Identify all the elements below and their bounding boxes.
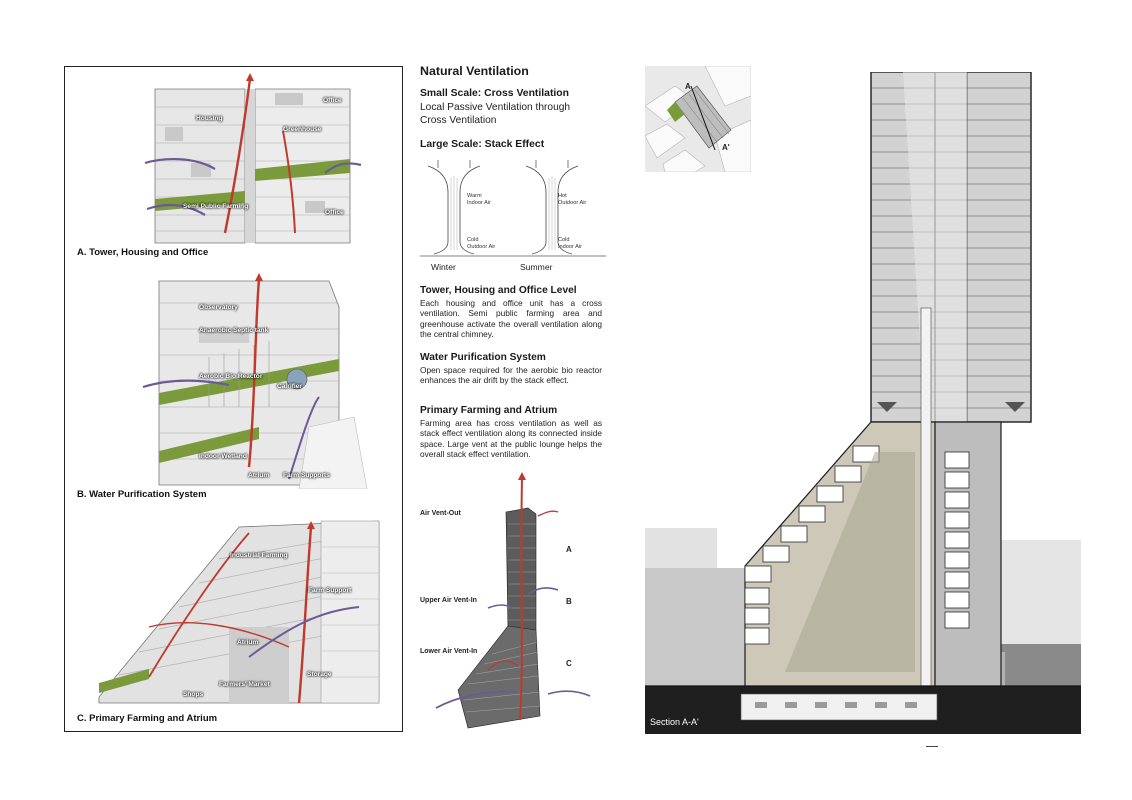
label-semi-public-farming: Semi Public Farming xyxy=(183,203,249,210)
label-shops: Shops xyxy=(183,691,204,698)
zone-label-a: A xyxy=(566,545,572,554)
stack-effect-diagram xyxy=(420,160,606,257)
label-winter: Winter xyxy=(431,262,456,272)
water-purification-body: Open space required for the aerobic bio … xyxy=(420,365,602,386)
tower-ventilation-diagram xyxy=(435,472,591,729)
label-hot-outdoor-air: Hot Outdoor Air xyxy=(558,193,587,206)
zone-label-b: B xyxy=(566,597,572,606)
scale-mark xyxy=(926,746,938,747)
label-lower-air-vent-in: Lower Air Vent-In xyxy=(420,648,478,655)
label-housing: Housing xyxy=(196,115,223,122)
primary-farming-atrium-axonometric xyxy=(98,520,380,704)
primary-farming-body: Farming area has cross ventilation as we… xyxy=(420,418,602,460)
key-plan-diagram xyxy=(645,66,751,172)
label-calrifier: Calrifier xyxy=(277,383,302,390)
label-storage: Storage xyxy=(307,671,332,678)
caption-section-c: C. Primary Farming and Atrium xyxy=(77,713,218,724)
section-drawing xyxy=(645,72,1081,734)
tower-level-body: Each housing and office unit has a cross… xyxy=(420,298,602,340)
label-office-top: Office xyxy=(323,97,342,104)
label-summer: Summer xyxy=(520,262,553,272)
key-plan-marker-a: A xyxy=(685,82,691,91)
label-air-vent-out: Air Vent-Out xyxy=(420,510,461,517)
label-industrial-farming: Industrial Farming xyxy=(230,552,288,559)
small-scale-body: Local Passive Ventilation through Cross … xyxy=(420,102,571,126)
zone-label-c: C xyxy=(566,659,572,668)
caption-section-b: B. Water Purification System xyxy=(77,489,207,500)
heading-large-scale: Large Scale: Stack Effect xyxy=(420,139,545,150)
section-label: Section A-A' xyxy=(650,717,699,727)
label-farmers-market: Farmers' Market xyxy=(219,681,270,688)
label-office-bottom: Office xyxy=(325,209,344,216)
label-upper-air-vent-in: Upper Air Vent-In xyxy=(420,597,477,604)
label-observatory: Observatory xyxy=(199,304,238,311)
label-cold-outdoor-air: Cold Outdoor Air xyxy=(467,237,496,250)
label-anaerobic-septic-tank: Anaerobic Septic tank xyxy=(199,327,269,334)
label-atrium-c: Atrium xyxy=(237,639,259,646)
heading-water-purification: Water Purification System xyxy=(420,352,546,363)
key-plan-marker-a-prime: A' xyxy=(722,143,730,152)
label-cold-indoor-air: Cold Indoor Air xyxy=(558,237,582,250)
label-greenhouse: Greenhouse xyxy=(283,126,322,133)
water-purification-axonometric xyxy=(142,273,368,489)
tower-housing-office-axonometric xyxy=(144,73,362,244)
label-warm-indoor-air: Warm Indoor Air xyxy=(467,193,491,206)
label-farm-supports: Farm Supports xyxy=(283,472,330,479)
caption-section-a: A. Tower, Housing and Office xyxy=(77,247,209,258)
heading-tower-level: Tower, Housing and Office Level xyxy=(420,285,577,296)
label-farm-support: Farm Support xyxy=(308,587,352,594)
axonometric-panel: Housing Office Greenhouse Semi Public Fa… xyxy=(64,66,403,732)
label-indoor-wetland: Indoor Wetland xyxy=(199,453,247,460)
label-aerobic-bio-reactor: Aerobic Bio Reactor xyxy=(199,373,263,380)
heading-small-scale: Small Scale: Cross Ventilation xyxy=(420,88,569,99)
heading-primary-farming: Primary Farming and Atrium xyxy=(420,405,558,416)
title-natural-ventilation: Natural Ventilation xyxy=(420,64,529,78)
label-atrium-b: Atrium xyxy=(248,472,270,479)
